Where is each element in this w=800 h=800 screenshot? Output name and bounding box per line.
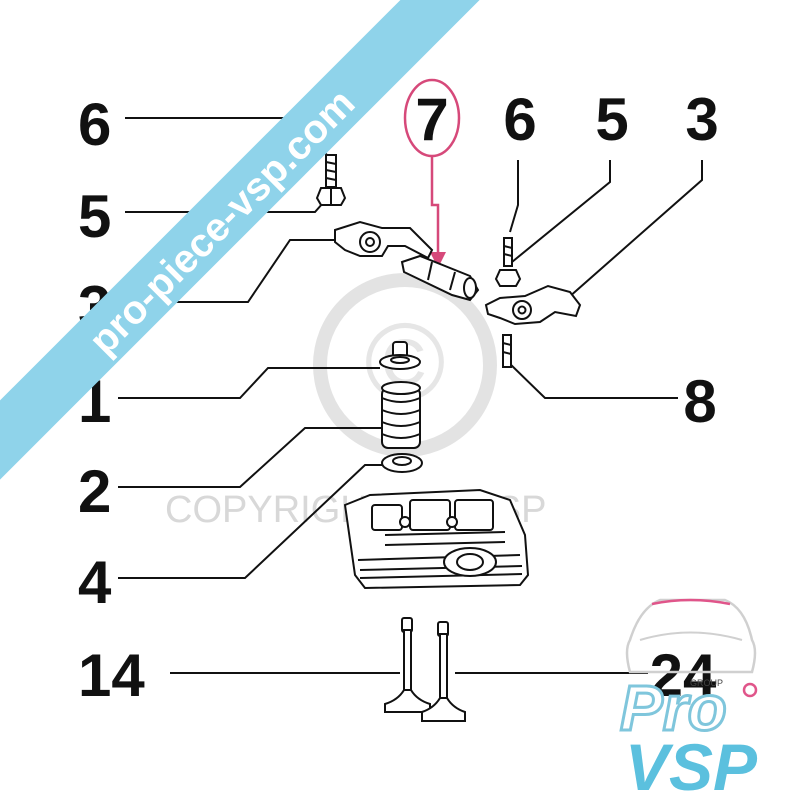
logo-pro-text: Pro — [620, 672, 727, 744]
callout-left-5: 5 — [78, 183, 111, 250]
callout-top-3: 3 — [685, 86, 718, 153]
callout-left-14: 14 — [78, 642, 145, 709]
logo-group-tag: GROUP — [690, 678, 723, 688]
logo-hex-dot — [742, 682, 758, 698]
callout-left-4: 4 — [78, 549, 112, 616]
pro-vsp-logo: GROUP Pro VSP — [619, 598, 758, 800]
callout-top-5: 5 — [595, 86, 628, 153]
callout-left-6: 6 — [78, 91, 111, 158]
lock-nut-right — [494, 269, 522, 287]
highlight-arrowhead — [430, 252, 446, 268]
valve-spring — [381, 381, 421, 449]
highlight-callout-7 — [403, 78, 461, 268]
stud-bolt — [502, 334, 512, 368]
callout-right-8: 8 — [683, 368, 716, 435]
intake-valve — [384, 617, 431, 713]
callout-right-24: 24 — [650, 642, 717, 709]
logo-vsp-text: VSP — [625, 730, 758, 800]
valve-stem-seal — [381, 453, 423, 473]
rocker-arm-right — [484, 284, 582, 326]
leader-lines — [118, 117, 703, 674]
rocker-shaft — [400, 254, 480, 302]
callout-top-6: 6 — [503, 86, 536, 153]
exhaust-valve — [421, 621, 466, 722]
banner-url: pro-piece-vsp.com — [81, 81, 364, 364]
car-outline-icon — [625, 598, 757, 674]
callout-top-7: 7 — [415, 86, 448, 153]
adjusting-screw-right — [503, 237, 513, 267]
highlight-arrow — [430, 156, 440, 255]
callout-left-2: 2 — [78, 458, 111, 525]
adjusting-screw-left — [325, 154, 337, 188]
lock-nut-left — [315, 187, 347, 206]
rocker-arm-left — [334, 220, 434, 260]
banner-ribbon — [0, 0, 488, 488]
cylinder-head — [343, 488, 530, 590]
valve-spring-cap — [379, 341, 421, 370]
